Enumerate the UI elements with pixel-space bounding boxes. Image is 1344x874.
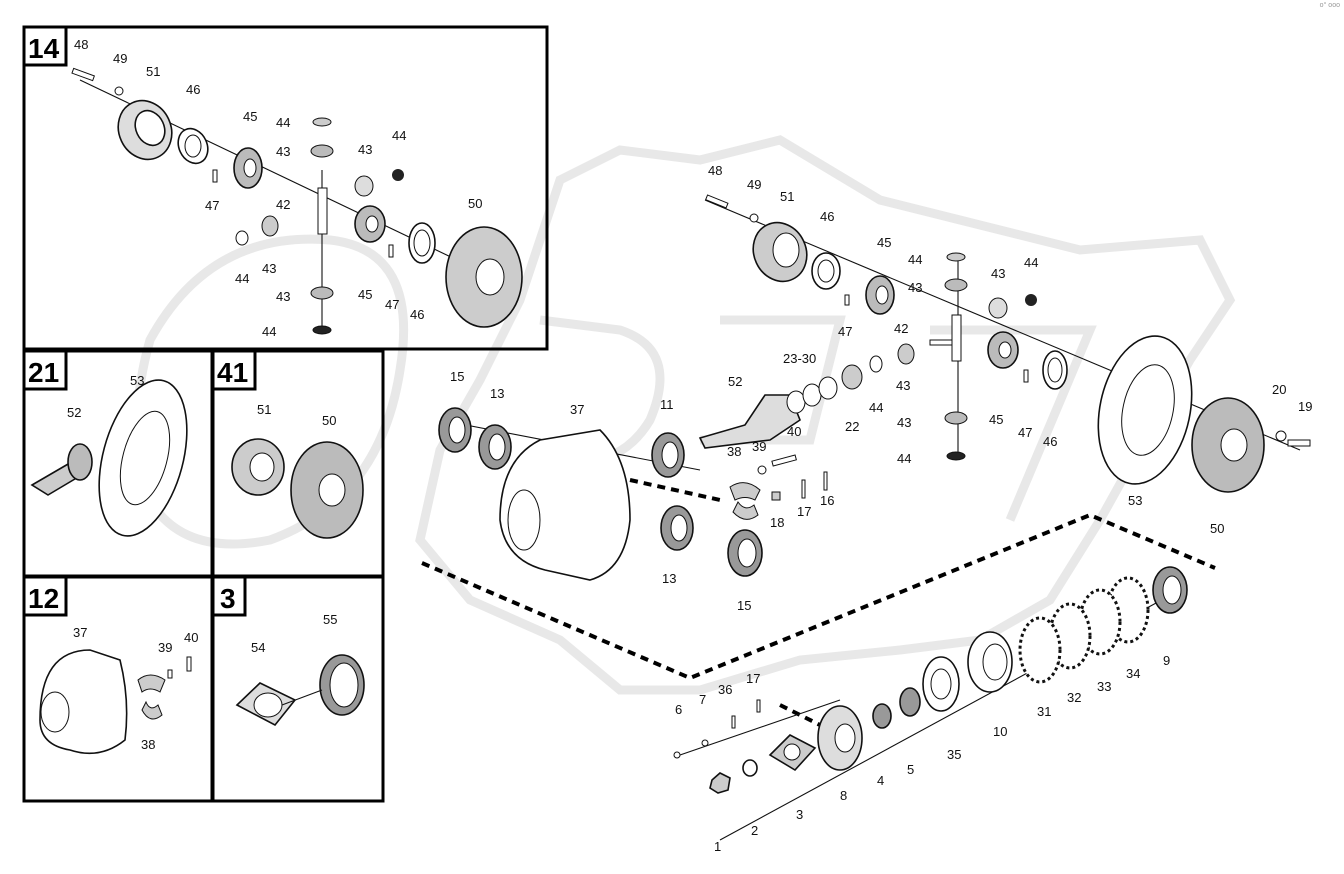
svg-text:43: 43 (897, 415, 911, 430)
inset-number-12: 12 (28, 583, 59, 614)
svg-text:53: 53 (1128, 493, 1142, 508)
svg-text:33: 33 (1097, 679, 1111, 694)
svg-text:43: 43 (908, 280, 922, 295)
svg-text:17: 17 (797, 504, 811, 519)
svg-text:43: 43 (896, 378, 910, 393)
svg-text:3: 3 (796, 807, 803, 822)
svg-text:11: 11 (660, 397, 674, 412)
svg-text:43: 43 (262, 261, 276, 276)
svg-text:53: 53 (130, 373, 144, 388)
svg-text:45: 45 (877, 235, 891, 250)
svg-text:50: 50 (1210, 521, 1224, 536)
svg-text:44: 44 (262, 324, 276, 339)
svg-text:40: 40 (787, 424, 801, 439)
svg-text:46: 46 (1043, 434, 1057, 449)
svg-text:44: 44 (1024, 255, 1038, 270)
svg-text:43: 43 (991, 266, 1005, 281)
svg-text:52: 52 (728, 374, 742, 389)
svg-text:46: 46 (186, 82, 200, 97)
svg-text:44: 44 (276, 115, 290, 130)
svg-text:42: 42 (894, 321, 908, 336)
inset-3-frame (211, 575, 385, 803)
svg-text:37: 37 (570, 402, 584, 417)
svg-text:2: 2 (751, 823, 758, 838)
svg-text:34: 34 (1126, 666, 1140, 681)
svg-text:43: 43 (276, 289, 290, 304)
svg-text:44: 44 (908, 252, 922, 267)
inset-number-41: 41 (217, 357, 248, 388)
svg-text:35: 35 (947, 747, 961, 762)
inset-14-parts: 48 49 51 46 45 44 43 43 44 47 42 44 43 5… (71, 37, 523, 339)
svg-text:38: 38 (727, 444, 741, 459)
svg-text:20: 20 (1272, 382, 1286, 397)
svg-text:51: 51 (780, 189, 794, 204)
svg-text:54: 54 (251, 640, 265, 655)
svg-text:42: 42 (276, 197, 290, 212)
inset-number-3: 3 (220, 583, 236, 614)
svg-text:5: 5 (907, 762, 914, 777)
svg-text:37: 37 (73, 625, 87, 640)
svg-text:7: 7 (699, 692, 706, 707)
svg-text:39: 39 (158, 640, 172, 655)
svg-text:40: 40 (184, 630, 198, 645)
svg-text:47: 47 (1018, 425, 1032, 440)
svg-text:15: 15 (737, 598, 751, 613)
corner-mark: o° ooo (1319, 2, 1340, 9)
svg-text:44: 44 (897, 451, 911, 466)
svg-text:38: 38 (141, 737, 155, 752)
svg-text:51: 51 (257, 402, 271, 417)
svg-text:48: 48 (708, 163, 722, 178)
svg-text:46: 46 (410, 307, 424, 322)
svg-text:8: 8 (840, 788, 847, 803)
inset-41-parts: 51 50 (231, 402, 364, 539)
svg-text:31: 31 (1037, 704, 1051, 719)
svg-text:45: 45 (243, 109, 257, 124)
svg-text:50: 50 (468, 196, 482, 211)
svg-text:49: 49 (113, 51, 127, 66)
inset-12-parts: 37 39 40 38 (39, 625, 198, 755)
svg-text:9: 9 (1163, 653, 1170, 668)
svg-text:1: 1 (714, 839, 721, 854)
svg-text:19: 19 (1298, 399, 1312, 414)
main-parts: 48 49 51 46 45 44 43 43 44 42 47 45 47 4… (421, 163, 1312, 854)
svg-text:16: 16 (820, 493, 834, 508)
svg-text:18: 18 (770, 515, 784, 530)
svg-text:45: 45 (989, 412, 1003, 427)
inset-14-frame (22, 25, 549, 351)
svg-text:6: 6 (675, 702, 682, 717)
svg-text:44: 44 (869, 400, 883, 415)
inset-number-21: 21 (28, 357, 59, 388)
svg-text:17: 17 (746, 671, 760, 686)
svg-text:13: 13 (662, 571, 676, 586)
svg-text:43: 43 (276, 144, 290, 159)
svg-text:44: 44 (235, 271, 249, 286)
svg-text:4: 4 (877, 773, 884, 788)
svg-text:23-30: 23-30 (783, 351, 816, 366)
svg-text:32: 32 (1067, 690, 1081, 705)
svg-text:13: 13 (490, 386, 504, 401)
svg-text:36: 36 (718, 682, 732, 697)
svg-text:55: 55 (323, 612, 337, 627)
inset-21-parts: 53 52 (30, 373, 188, 537)
svg-text:49: 49 (747, 177, 761, 192)
svg-text:50: 50 (322, 413, 336, 428)
svg-text:48: 48 (74, 37, 88, 52)
svg-text:51: 51 (146, 64, 160, 79)
svg-text:10: 10 (993, 724, 1007, 739)
svg-text:47: 47 (385, 297, 399, 312)
inset-3-parts: 54 55 (235, 612, 365, 727)
svg-text:47: 47 (205, 198, 219, 213)
svg-text:15: 15 (450, 369, 464, 384)
svg-text:22: 22 (845, 419, 859, 434)
svg-text:47: 47 (838, 324, 852, 339)
inset-number-14: 14 (28, 33, 60, 64)
svg-text:44: 44 (392, 128, 406, 143)
svg-text:43: 43 (358, 142, 372, 157)
svg-text:45: 45 (358, 287, 372, 302)
svg-text:52: 52 (67, 405, 81, 420)
svg-text:46: 46 (820, 209, 834, 224)
svg-text:39: 39 (752, 439, 766, 454)
